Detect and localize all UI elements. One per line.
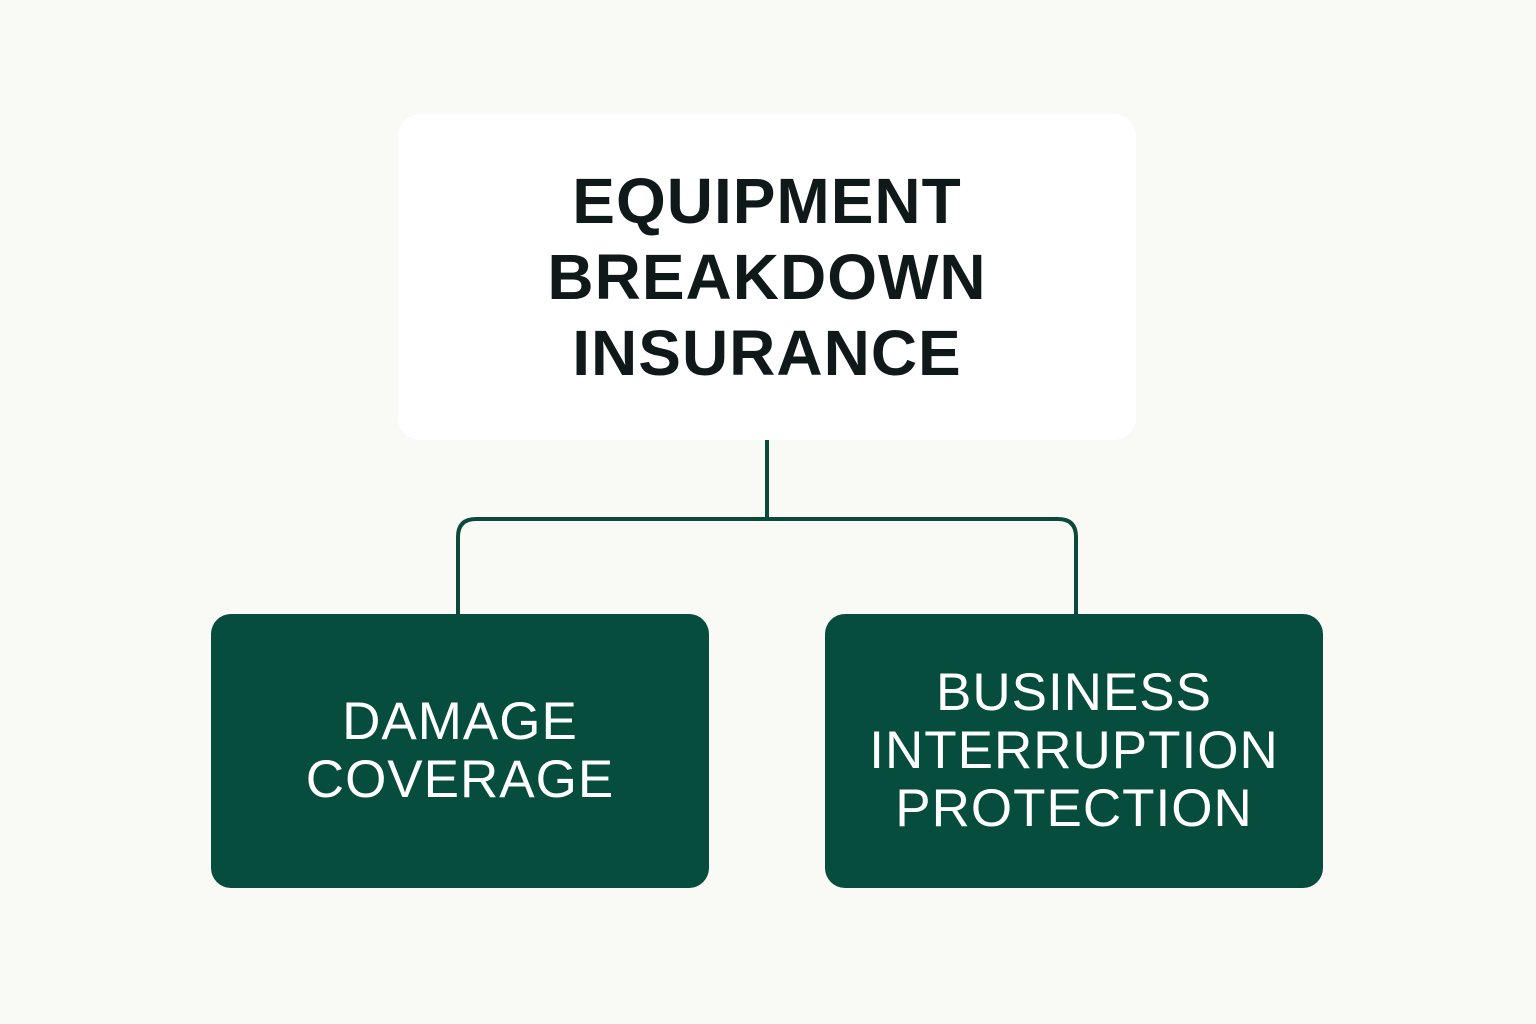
child-node-damage-coverage: DAMAGE COVERAGE xyxy=(211,614,709,888)
child-node-label-line-1: BUSINESS xyxy=(935,663,1213,722)
child-node-label-line-2: COVERAGE xyxy=(305,750,615,809)
child-node-label-line-1: DAMAGE xyxy=(342,692,578,751)
root-node-equipment-breakdown-insurance: EQUIPMENT BREAKDOWN INSURANCE xyxy=(398,114,1136,440)
root-node-label-line-1: EQUIPMENT xyxy=(572,165,962,237)
root-node-label-line-2: BREAKDOWN xyxy=(547,241,987,313)
connector-branch xyxy=(456,517,1078,614)
child-node-label-line-2: INTERRUPTION xyxy=(869,721,1279,780)
child-node-business-interruption-protection: BUSINESS INTERRUPTION PROTECTION xyxy=(825,614,1323,888)
root-node-label-line-3: INSURANCE xyxy=(572,317,962,389)
child-node-label-line-3: PROTECTION xyxy=(895,779,1253,838)
